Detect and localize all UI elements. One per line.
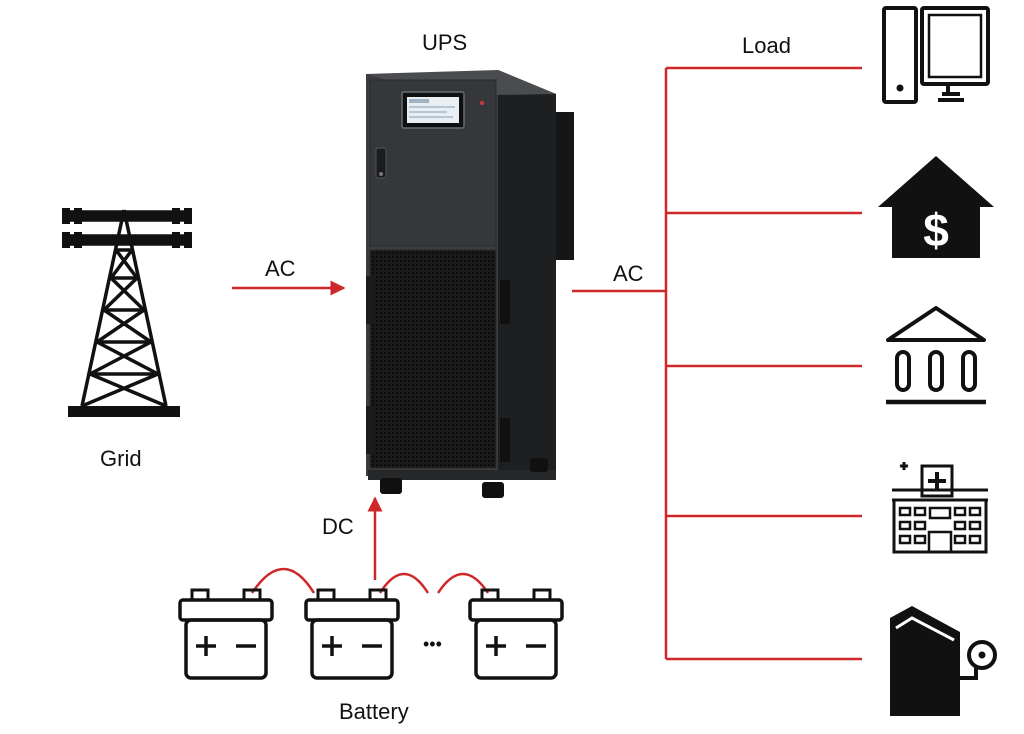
load-label: Load bbox=[742, 33, 791, 58]
battery-jumper-3 bbox=[436, 572, 490, 594]
house-dollar-icon: $ bbox=[878, 156, 994, 258]
ups-label: UPS bbox=[422, 30, 468, 55]
factory-icon bbox=[890, 606, 997, 716]
battery-jumper-2 bbox=[378, 572, 430, 594]
battery-jumper-1 bbox=[250, 567, 316, 594]
battery-icon bbox=[178, 588, 274, 680]
dc-label: DC bbox=[322, 514, 354, 539]
grid-label: Grid bbox=[100, 446, 142, 471]
door-handle bbox=[375, 147, 387, 179]
wheel bbox=[482, 482, 504, 498]
ac-output-label: AC bbox=[613, 261, 644, 286]
battery-icon bbox=[304, 588, 400, 680]
battery-label: Battery bbox=[339, 699, 409, 724]
connection-lines bbox=[232, 66, 862, 661]
ac-input-label: AC bbox=[265, 256, 296, 281]
computer-icon bbox=[882, 6, 990, 104]
mesh-door bbox=[369, 249, 497, 469]
battery-ellipsis: ••• bbox=[423, 634, 442, 654]
battery-icon bbox=[468, 588, 564, 680]
wheel bbox=[380, 478, 402, 494]
transmission-tower-icon bbox=[62, 208, 192, 417]
svg-text:$: $ bbox=[923, 204, 949, 256]
hospital-icon bbox=[892, 462, 988, 554]
bank-icon bbox=[886, 306, 986, 405]
wheel bbox=[530, 458, 548, 472]
ups-cabinet bbox=[366, 70, 574, 498]
